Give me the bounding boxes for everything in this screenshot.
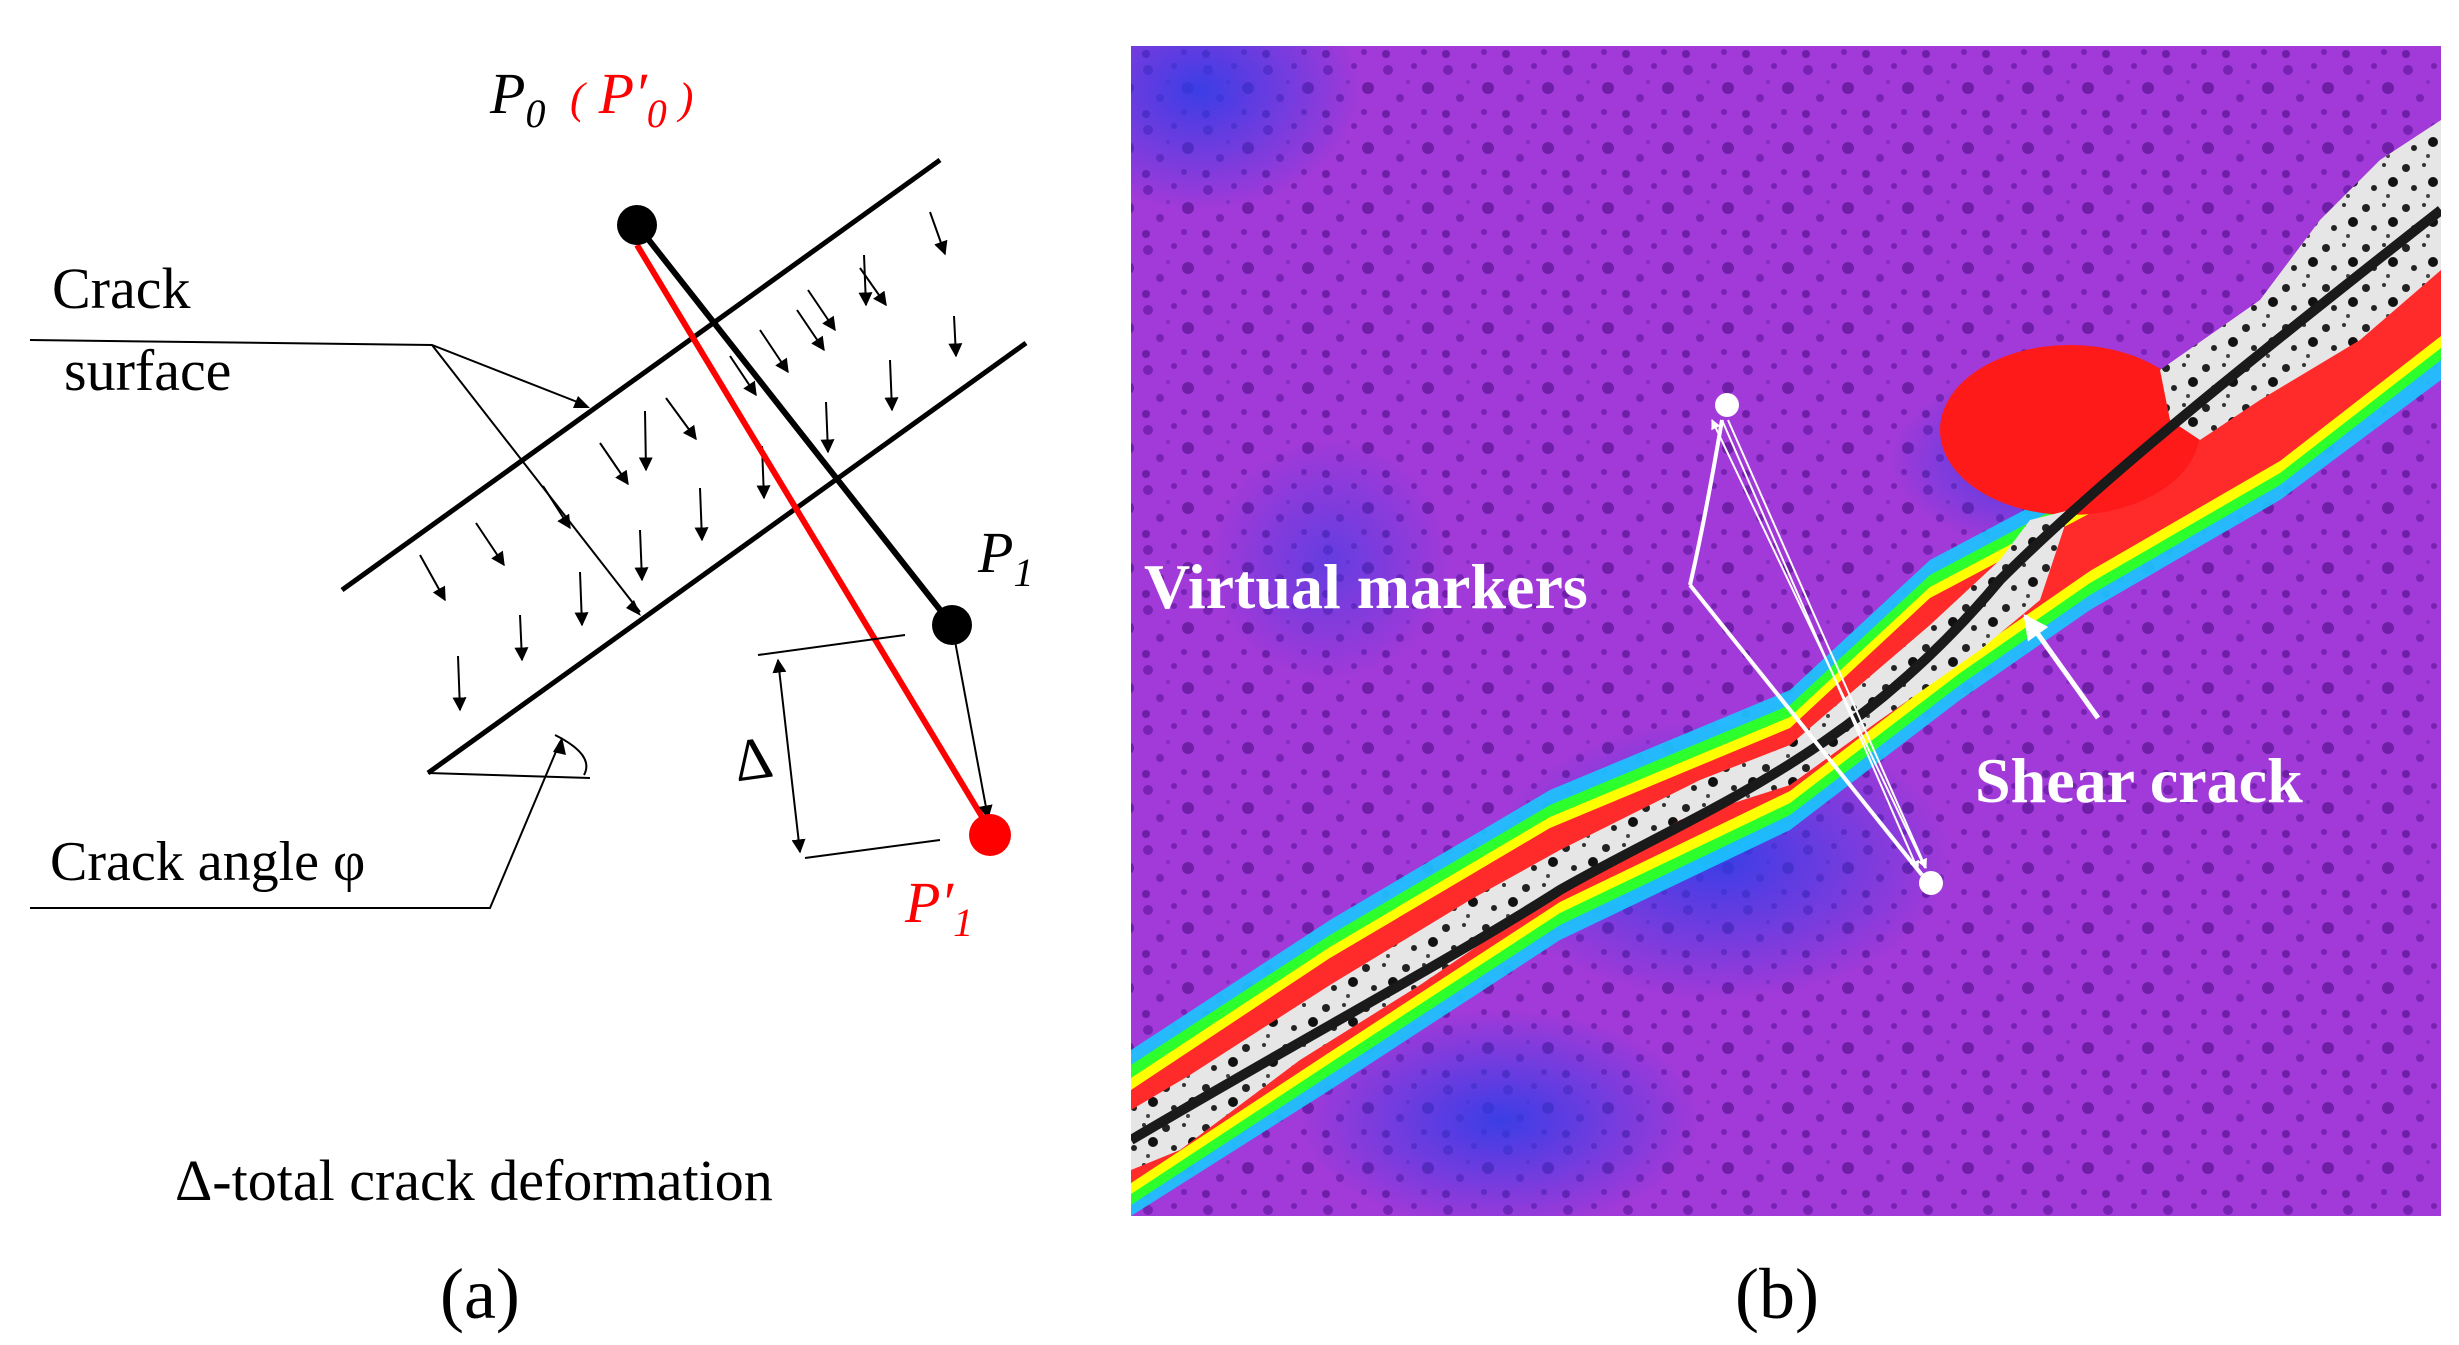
p1-prime-label: P′1	[904, 870, 973, 945]
virtual-marker-lower	[1919, 871, 1943, 895]
crack-surface-label-line2: surface	[64, 338, 231, 403]
line-p0-p1	[634, 223, 955, 627]
panel-b: Virtual markers Shear crack (b)	[1131, 46, 2441, 1334]
panel-a-label: (a)	[440, 1254, 520, 1334]
crack-angle-base	[427, 772, 591, 779]
shear-crack-label: Shear crack	[1975, 745, 2303, 816]
displacement-line-p1	[951, 624, 993, 820]
virtual-markers-label: Virtual markers	[1144, 551, 1588, 622]
crack-surface-upper-line	[340, 157, 942, 593]
delta-symbol: Δ	[729, 724, 776, 795]
line-p0prime-p1prime	[634, 243, 993, 832]
crack-image-strip-upper	[2160, 120, 2441, 440]
caption-note: Δ-total crack deformation	[175, 1148, 773, 1213]
p1-label: P1	[977, 520, 1033, 595]
crack-angle-leader	[30, 741, 561, 909]
crack-surface-label-line1: Crack	[52, 256, 191, 321]
virtual-marker-upper	[1715, 393, 1739, 417]
point-p0	[617, 205, 657, 245]
shear-crack-leader	[2022, 613, 2101, 720]
crack-angle-arc	[554, 734, 588, 776]
delta-dimension-line	[772, 658, 806, 854]
displacement-arrows	[419, 211, 963, 712]
crack-surface-lower-line	[426, 340, 1028, 776]
crack-surface-leader-2	[431, 344, 641, 613]
panel-a: P0 (P′0) P1 P′1 Crack surface Crack angl…	[29, 61, 1033, 1334]
p0-prime-label: (P′0)	[570, 61, 693, 136]
crack-dark-line	[1131, 206, 2441, 1145]
panel-b-label: (b)	[1735, 1254, 1819, 1334]
p0-label: P0	[489, 61, 545, 136]
point-p1-prime	[969, 814, 1011, 856]
crack-angle-label: Crack angle φ	[50, 831, 365, 893]
point-p1	[932, 605, 972, 645]
virtual-markers-leaders	[1688, 419, 1924, 877]
